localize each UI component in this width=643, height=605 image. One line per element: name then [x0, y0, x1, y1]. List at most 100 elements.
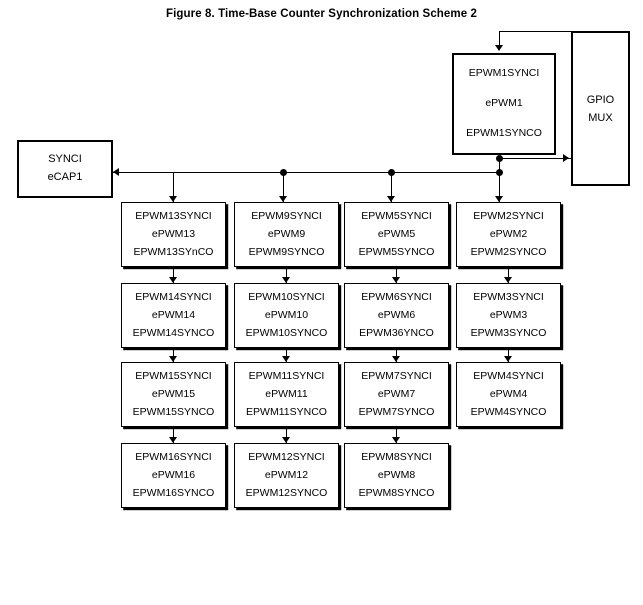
- chain-arrowhead-epwm9: [282, 277, 291, 283]
- chain-wire-epwm11: [285, 427, 288, 443]
- epwm7-name-label: ePWM7: [377, 387, 416, 400]
- chain-arrowhead-epwm3: [504, 356, 513, 362]
- gpio-mux-line2: MUX: [588, 111, 613, 124]
- epwm1-output-vertical-wire: [499, 155, 501, 202]
- epwm3-sync-in-label: EPWM3SYNCI: [473, 290, 544, 303]
- sync-bus-wire: [113, 172, 500, 174]
- epwm14-sync-out-label: EPWM14SYNCO: [132, 327, 215, 340]
- ecap1-block: SYNCI eCAP1: [17, 140, 113, 198]
- epwm12-name-label: ePWM12: [264, 468, 309, 481]
- epwm1-name-label: ePWM1: [485, 97, 523, 110]
- epwm2-input-arrowhead: [495, 196, 503, 202]
- chain-arrowhead-epwm14: [169, 356, 178, 362]
- epwm1-to-gpio-arrowhead: [563, 154, 569, 162]
- epwm10-sync-out-label: EPWM10SYNCO: [245, 327, 328, 340]
- epwm16-sync-in-label: EPWM16SYNCI: [135, 450, 212, 463]
- chain-arrowhead-epwm5: [392, 277, 401, 283]
- chain-wire-epwm10: [285, 348, 288, 362]
- epwm9-sync-in-label: EPWM9SYNCI: [251, 209, 322, 222]
- epwm15-sync-in-label: EPWM15SYNCI: [135, 369, 212, 382]
- epwm13-sync-in-label: EPWM13SYNCI: [135, 209, 212, 222]
- bus-drop-col2: [283, 172, 285, 202]
- epwm13-sync-out-label: EPWM13SYnCO: [133, 246, 214, 259]
- epwm16-name-label: ePWM16: [151, 468, 196, 481]
- chain-wire-epwm5: [395, 267, 398, 283]
- ecap1-sync-in-label: SYNCI: [48, 153, 82, 165]
- epwm6-name-label: ePWM6: [377, 308, 416, 321]
- epwm3-name-label: ePWM3: [489, 308, 528, 321]
- gpio-feedback-horizontal-wire: [499, 31, 572, 33]
- epwm11-sync-out-label: EPWM11SYNCO: [246, 406, 327, 419]
- epwm10-name-label: ePWM10: [264, 308, 309, 321]
- chain-wire-epwm13: [172, 267, 175, 283]
- epwm9-name-label: ePWM9: [267, 227, 306, 240]
- epwm1-to-gpio-wire: [499, 158, 571, 160]
- epwm11-name-label: ePWM11: [265, 387, 308, 400]
- chain-arrowhead-epwm6: [392, 356, 401, 362]
- epwm1-block: EPWM1SYNCI ePWM1 EPWM1SYNCO: [452, 53, 556, 155]
- ecap1-input-arrowhead: [113, 168, 119, 176]
- epwm5-sync-out-label: EPWM5SYNCO: [358, 246, 435, 259]
- chain-wire-epwm3: [507, 348, 510, 362]
- bus-drop-col3: [391, 172, 393, 202]
- gpio-feedback-arrowhead: [495, 45, 503, 51]
- ecap1-name-label: eCAP1: [47, 171, 83, 183]
- epwm2-sync-out-label: EPWM2SYNCO: [470, 246, 547, 259]
- chain-arrowhead-epwm2: [504, 277, 513, 283]
- chain-wire-epwm2: [507, 267, 510, 283]
- bus-drop-col1: [173, 172, 175, 202]
- chain-arrowhead-epwm11: [282, 437, 291, 443]
- epwm14-sync-in-label: EPWM14SYNCI: [135, 290, 212, 303]
- epwm8-sync-in-label: EPWM8SYNCI: [361, 450, 432, 463]
- chain-wire-epwm7: [395, 427, 398, 443]
- epwm12-sync-out-label: EPWM12SYNCO: [245, 487, 328, 500]
- gpio-feedback-vertical-wire: [499, 31, 501, 46]
- junction-dot-col3: [388, 169, 395, 176]
- chain-arrowhead-epwm13: [169, 277, 178, 283]
- page-title: Figure 8. Time-Base Counter Synchronizat…: [165, 8, 478, 20]
- chain-arrowhead-epwm15: [169, 437, 178, 443]
- epwm14-name-label: ePWM14: [151, 308, 196, 321]
- epwm5-name-label: ePWM5: [377, 227, 416, 240]
- epwm7-sync-out-label: EPWM7SYNCO: [358, 406, 435, 419]
- chain-wire-epwm9: [285, 267, 288, 283]
- epwm2-name-label: ePWM2: [489, 227, 528, 240]
- chain-wire-epwm15: [172, 427, 175, 443]
- chain-wire-epwm6: [395, 348, 398, 362]
- epwm10-sync-in-label: EPWM10SYNCI: [248, 290, 325, 303]
- epwm9-sync-out-label: EPWM9SYNCO: [248, 246, 325, 259]
- epwm7-sync-in-label: EPWM7SYNCI: [361, 369, 432, 382]
- epwm2-sync-in-label: EPWM2SYNCI: [473, 209, 544, 222]
- epwm5-sync-in-label: EPWM5SYNCI: [361, 209, 432, 222]
- chain-arrowhead-epwm7: [392, 437, 401, 443]
- epwm1-sync-out-label: EPWM1SYNCO: [466, 127, 542, 140]
- chain-wire-epwm14: [172, 348, 175, 362]
- epwm15-name-label: ePWM15: [151, 387, 196, 400]
- chain-arrowhead-epwm10: [282, 356, 291, 362]
- epwm11-sync-in-label: EPWM11SYNCI: [248, 369, 325, 382]
- bus-drop-arrowhead-col3: [387, 196, 395, 202]
- epwm6-sync-in-label: EPWM6SYNCI: [361, 290, 432, 303]
- epwm12-sync-in-label: EPWM12SYNCI: [248, 450, 325, 463]
- bus-drop-arrowhead-col2: [279, 196, 287, 202]
- epwm1-sync-in-label: EPWM1SYNCI: [468, 67, 540, 80]
- junction-dot-col2: [280, 169, 287, 176]
- epwm4-sync-out-label: EPWM4SYNCO: [470, 406, 547, 419]
- epwm16-sync-out-label: EPWM16SYNCO: [132, 487, 215, 500]
- bus-drop-arrowhead-col1: [169, 196, 177, 202]
